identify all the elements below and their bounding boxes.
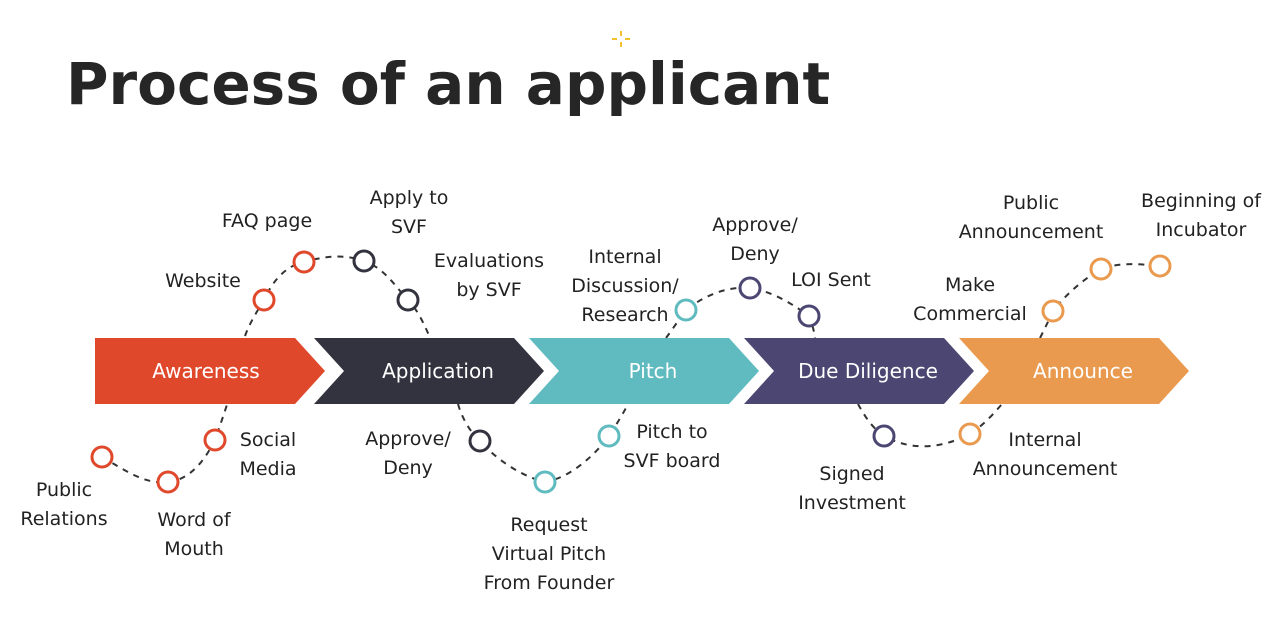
stage-label: Due Diligence <box>798 359 938 383</box>
step-label: Approve/Deny <box>365 428 451 479</box>
step-node <box>203 428 227 452</box>
step-node <box>292 250 316 274</box>
step-label: Website <box>165 270 241 292</box>
step-node <box>872 424 896 448</box>
step-node <box>958 422 982 446</box>
step-node <box>90 445 114 469</box>
stage-arrow-awareness <box>95 338 325 404</box>
step-node <box>156 470 180 494</box>
stage-arrow-due-diligence <box>744 338 974 404</box>
step-label: FAQ page <box>222 210 312 232</box>
step-node <box>597 424 621 448</box>
step-nodes <box>90 249 1172 494</box>
step-node <box>674 298 698 322</box>
step-node <box>1041 299 1065 323</box>
connector-path <box>1039 263 1161 339</box>
step-label: Approve/Deny <box>712 214 798 265</box>
stage-arrows: Awareness Application Pitch Due Diligence An… <box>95 338 1189 404</box>
step-node <box>1089 257 1113 281</box>
step-label: LOI Sent <box>791 269 871 291</box>
stage-label: Awareness <box>152 359 259 383</box>
stage-arrow-application <box>314 338 544 404</box>
step-node <box>468 429 492 453</box>
stage-label: Pitch <box>629 359 678 383</box>
step-node <box>1148 254 1172 278</box>
connector-path <box>101 394 231 484</box>
step-node <box>797 304 821 328</box>
page-title: Process of an applicant <box>66 50 831 118</box>
stage-arrow-pitch <box>529 338 759 404</box>
step-node <box>352 249 376 273</box>
step-node <box>396 288 420 312</box>
stage-arrow-announce <box>959 338 1189 404</box>
step-node <box>252 288 276 312</box>
step-node <box>533 470 557 494</box>
sparkle-icon <box>612 31 630 47</box>
step-node <box>738 276 762 300</box>
stage-label: Application <box>382 359 494 383</box>
stage-label: Announce <box>1033 359 1133 383</box>
